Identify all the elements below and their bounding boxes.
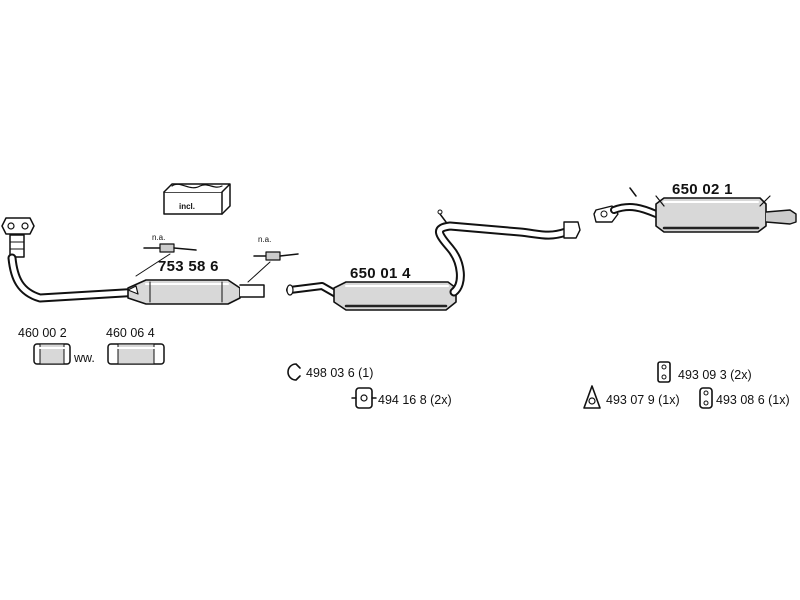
hanger-triangle-label: 493 07 9 (1x) <box>606 393 680 407</box>
included-box-label: incl. <box>179 202 196 211</box>
rear-silencer-label: 650 02 1 <box>672 181 733 198</box>
clamp-ring-label: 498 03 6 (1) <box>306 366 374 380</box>
rear-silencer <box>593 187 797 233</box>
hanger-rect-icon <box>657 361 671 383</box>
hanger-rect-label: 493 09 3 (2x) <box>678 368 752 382</box>
repair-sleeve-a-label: 460 00 2 <box>18 326 67 340</box>
repair-sleeve-b <box>107 343 165 365</box>
included-parts-box <box>163 183 231 215</box>
sensor-right-note: n.a. <box>258 235 272 244</box>
lambda-sensor-left <box>135 243 197 277</box>
sensor-left-note: n.a. <box>152 233 166 242</box>
lambda-sensor-right <box>247 251 299 283</box>
sleeve-separator-label: ww. <box>74 351 95 365</box>
clamp-ring-icon <box>287 363 301 381</box>
catalytic-converter-label: 753 58 6 <box>158 258 219 275</box>
hanger-double-icon <box>699 387 713 409</box>
hanger-triangle-icon <box>583 385 601 409</box>
front-silencer-label: 650 01 4 <box>350 265 411 282</box>
rubber-mount-icon <box>351 387 377 409</box>
rubber-mount-label: 494 16 8 (2x) <box>378 393 452 407</box>
front-pipe <box>1 217 145 303</box>
repair-sleeve-b-label: 460 06 4 <box>106 326 155 340</box>
repair-sleeve-a <box>33 343 71 365</box>
catalytic-converter <box>127 279 265 305</box>
hanger-double-label: 493 08 6 (1x) <box>716 393 790 407</box>
front-silencer <box>286 209 581 311</box>
